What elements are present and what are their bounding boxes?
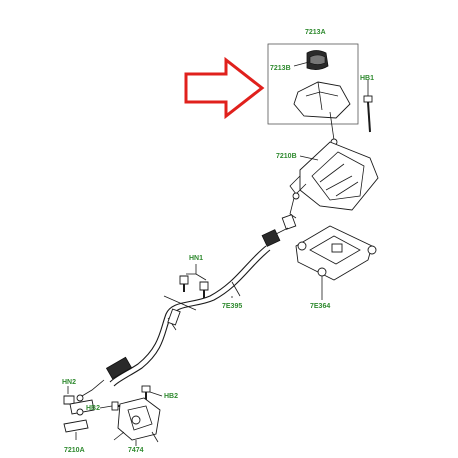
label-hb2-left: HB2 — [86, 405, 100, 412]
label-7210A: 7210A — [64, 447, 85, 454]
label-7474: 7474 — [128, 447, 144, 454]
nuts-hn1 — [179, 264, 209, 298]
label-hn2: HN2 — [62, 379, 76, 386]
label-7e395: 7E395 — [222, 303, 242, 310]
bracket-7210A — [63, 386, 95, 440]
bolt-hb1 — [363, 84, 373, 133]
label-hn1: HN1 — [189, 255, 203, 262]
label-7213A: 7213A — [305, 29, 326, 36]
cable-bracket-7474 — [113, 397, 161, 446]
label-7213B: 7213B — [270, 65, 291, 72]
shifter-assembly-7210B — [289, 141, 379, 219]
shift-knob — [306, 50, 329, 70]
label-7e364: 7E364 — [310, 303, 330, 310]
label-7210B: 7210B — [276, 153, 297, 160]
mounting-bracket-7E364 — [295, 225, 377, 284]
cable-end-upper — [261, 214, 297, 247]
shift-cable-7E395 — [109, 245, 271, 387]
label-hb2-right: HB2 — [164, 393, 178, 400]
kit-box — [267, 43, 359, 125]
red-arrow-icon — [184, 56, 265, 120]
label-hb1: HB1 — [360, 75, 374, 82]
shift-boot — [293, 81, 351, 119]
cable-end-lower — [76, 356, 133, 402]
